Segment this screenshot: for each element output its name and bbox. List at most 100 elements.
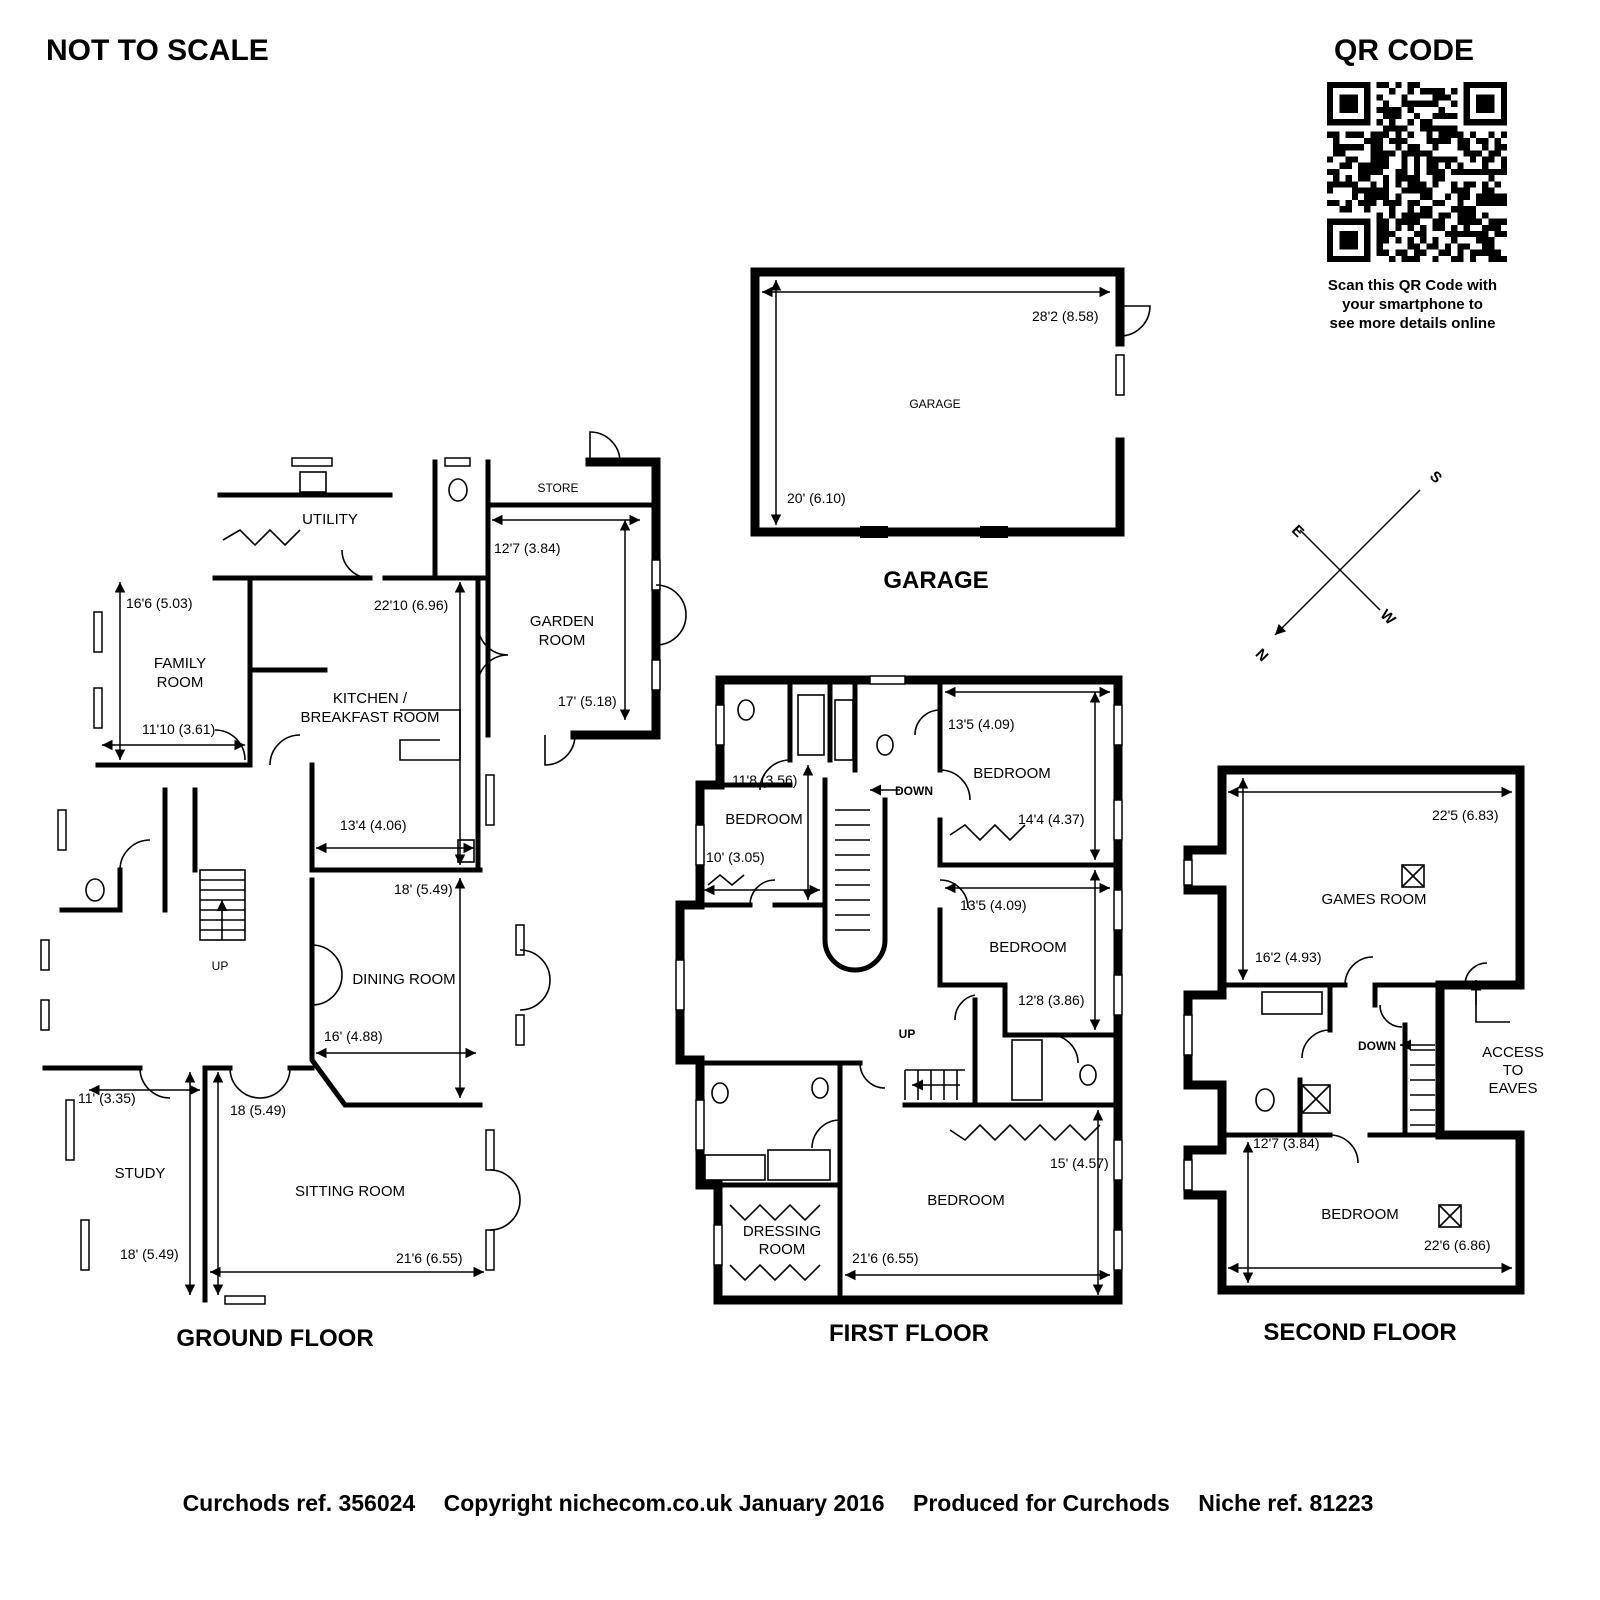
dimension-ff-master-depth: 15' (4.57) — [1050, 1155, 1109, 1171]
window — [1113, 1139, 1123, 1181]
dimension-study-width: 11' (3.35) — [78, 1090, 136, 1106]
door-swing — [477, 624, 509, 686]
wardrobe-icon — [707, 873, 745, 887]
door-swing — [655, 584, 687, 646]
window — [444, 457, 471, 467]
qr-code-heading: QR CODE — [1334, 34, 1475, 67]
window — [1113, 974, 1123, 1016]
garage-plan: GARAGE 28'2 (8.58) 20' (6.10) GARAGE — [750, 267, 1151, 594]
room-label-kitchen: BREAKFAST ROOM — [301, 709, 440, 726]
door-swing — [139, 1067, 171, 1099]
skylight-icon — [1401, 864, 1425, 888]
bath-icon — [1261, 991, 1323, 1015]
dimension-ff-bed3-width: 13'5 (4.09) — [960, 897, 1027, 913]
staircase — [1400, 1039, 1435, 1126]
window — [1113, 1229, 1123, 1271]
window — [93, 611, 103, 653]
window — [57, 809, 67, 851]
toilet-icon — [1255, 1088, 1275, 1112]
window — [675, 959, 685, 1011]
qr-caption-line: your smartphone to — [1342, 296, 1483, 313]
door-swing — [1329, 1134, 1359, 1164]
first-floor-plan: BEDROOM BEDROOM BEDROOM BEDROOM DRESSING… — [675, 675, 1123, 1347]
sink-icon — [299, 471, 327, 493]
room-label-games-room: GAMES ROOM — [1321, 891, 1426, 908]
door-swing — [341, 549, 371, 579]
window — [869, 675, 906, 685]
window — [1113, 889, 1123, 931]
toilet-icon — [811, 1077, 829, 1099]
footer-ref: Curchods ref. 356024 — [182, 1490, 416, 1516]
footer-copyright: Copyright nichecom.co.uk January 2016 — [443, 1490, 885, 1516]
window — [651, 559, 661, 591]
label-access-to-eaves: EAVES — [1489, 1080, 1538, 1097]
dimension-games-width: 22'5 (6.83) — [1432, 807, 1499, 823]
window — [485, 1129, 495, 1171]
door-swing — [914, 709, 941, 736]
footer-produced-for: Produced for Curchods — [913, 1490, 1170, 1516]
compass-n: N — [1252, 646, 1272, 666]
label-access-to-eaves: ACCESS — [1482, 1044, 1544, 1061]
dimension-ff-bed1-depth: 14'4 (4.37) — [1018, 811, 1085, 827]
dimension-study-depth: 18' (5.49) — [120, 1246, 179, 1262]
stair-label-down: DOWN — [1358, 1039, 1396, 1053]
dimension-sitting-width: 21'6 (6.55) — [396, 1250, 463, 1266]
toilet-icon — [1079, 1064, 1097, 1086]
floor-title-garage: GARAGE — [883, 567, 988, 594]
skylight-icon — [1438, 1204, 1462, 1228]
dimension-kitchen-width: 13'4 (4.06) — [340, 817, 407, 833]
staircase — [199, 869, 246, 941]
window — [715, 704, 725, 746]
window — [1113, 704, 1123, 746]
dimension-ff-master-width: 21'6 (6.55) — [852, 1250, 919, 1266]
door-post — [860, 526, 888, 538]
toilet-icon — [448, 478, 468, 502]
room-label-garden-room: ROOM — [539, 632, 586, 649]
window — [515, 924, 525, 956]
footer: Curchods ref. 356024 Copyright nichecom.… — [0, 1490, 1556, 1517]
dimension-garden-depth: 17' (5.18) — [558, 693, 617, 709]
door-swing — [1379, 1004, 1403, 1028]
staircase — [835, 784, 965, 1100]
room-label-utility: UTILITY — [302, 511, 358, 528]
door-swing — [939, 769, 971, 801]
floor-title-first: FIRST FLOOR — [829, 1320, 989, 1347]
window — [40, 939, 50, 971]
door-swing — [489, 1169, 521, 1231]
door-swing — [1464, 962, 1488, 986]
door-swing — [954, 994, 976, 1021]
dimension-dining-width: 16' (4.88) — [324, 1028, 383, 1044]
second-floor-plan: GAMES ROOM BEDROOM DOWN ACCESS TO EAVES … — [1183, 765, 1544, 1346]
dimension-ff-bed2-depth: 11'8 (3.56) — [732, 772, 797, 788]
dimension-family-depth: 16'6 (5.03) — [126, 595, 193, 611]
bath-icon — [1011, 1039, 1043, 1101]
window — [485, 1229, 495, 1271]
door-swing — [311, 944, 343, 1006]
toilet-icon — [876, 734, 894, 756]
dimension-sf-bed-width: 22'6 (6.86) — [1424, 1237, 1491, 1253]
floor-title-second: SECOND FLOOR — [1263, 1319, 1456, 1346]
qr-caption: Scan this QR Code with your smartphone t… — [1300, 276, 1525, 333]
stair-label-down: DOWN — [895, 784, 933, 798]
compass-cross — [1299, 529, 1381, 611]
window — [40, 999, 50, 1031]
door-swing — [749, 879, 776, 906]
window — [1115, 354, 1125, 396]
door-swing — [811, 1119, 841, 1149]
ground-floor-plan: STORE UTILITY GARDEN ROOM FAMILY ROOM KI… — [40, 431, 687, 1352]
qr-caption-line: see more details online — [1329, 315, 1496, 332]
room-label-family-room: FAMILY — [154, 655, 206, 672]
room-label-bedroom: BEDROOM — [973, 765, 1051, 782]
shower-icon — [767, 1149, 831, 1181]
room-label-store: STORE — [537, 481, 578, 495]
toilet-icon — [85, 878, 105, 902]
door-swing — [214, 729, 246, 761]
window — [713, 1224, 723, 1266]
door-swing — [589, 431, 621, 463]
room-label-dining-room: DINING ROOM — [352, 971, 455, 988]
toilet-icon — [737, 699, 755, 721]
qr-code-image[interactable] — [1327, 82, 1507, 262]
qr-finder-square — [1339, 94, 1359, 114]
not-to-scale-heading: NOT TO SCALE — [46, 34, 269, 67]
